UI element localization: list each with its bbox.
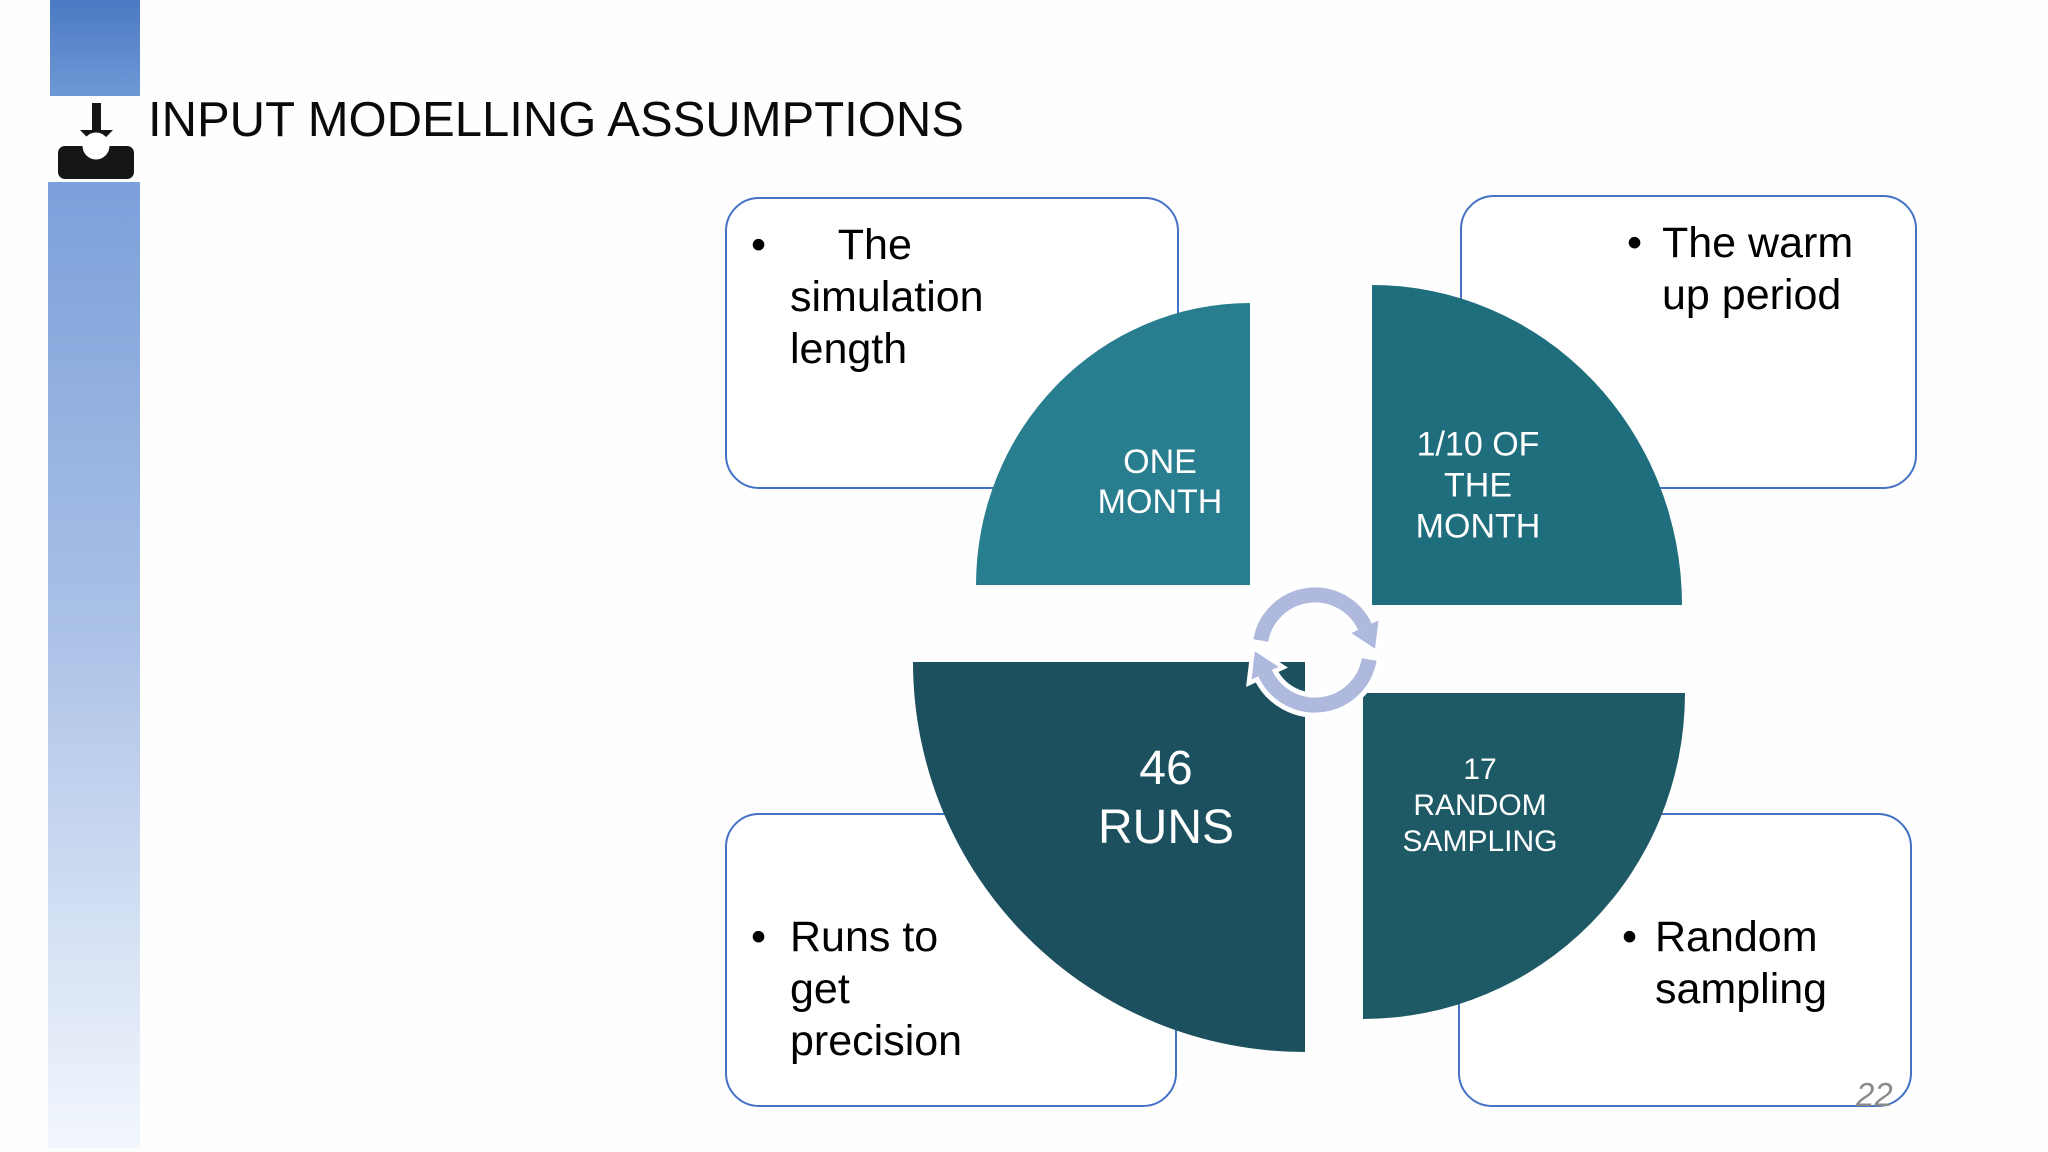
bullet: •: [1627, 219, 1643, 267]
callout-text: The warm up period: [1662, 219, 1854, 319]
callout-text: The simulation length: [790, 221, 984, 373]
segment-label: 1/10 OF THE MONTH: [1415, 425, 1541, 546]
segment-label: 17 RANDOM SAMPLING: [1402, 753, 1558, 858]
bullet: •: [751, 221, 767, 269]
accent-square-decoration: [50, 0, 140, 96]
cycle-arrows-icon: [1246, 582, 1384, 718]
page-number: 22: [1856, 1076, 1893, 1113]
accent-bar-decoration: [48, 182, 140, 1148]
download-icon: [58, 103, 134, 179]
segment-label: 46 RUNS: [1097, 742, 1235, 854]
segment-one-month: ONE MONTH: [976, 303, 1250, 585]
bullet: •: [1622, 913, 1638, 961]
callout-text: Random sampling: [1655, 913, 1828, 1013]
bullet: •: [751, 913, 767, 961]
slide-title: INPUT MODELLING ASSUMPTIONS: [148, 93, 964, 147]
segment-label: ONE MONTH: [1097, 443, 1223, 521]
callout-text: Runs to get precision: [790, 913, 963, 1065]
